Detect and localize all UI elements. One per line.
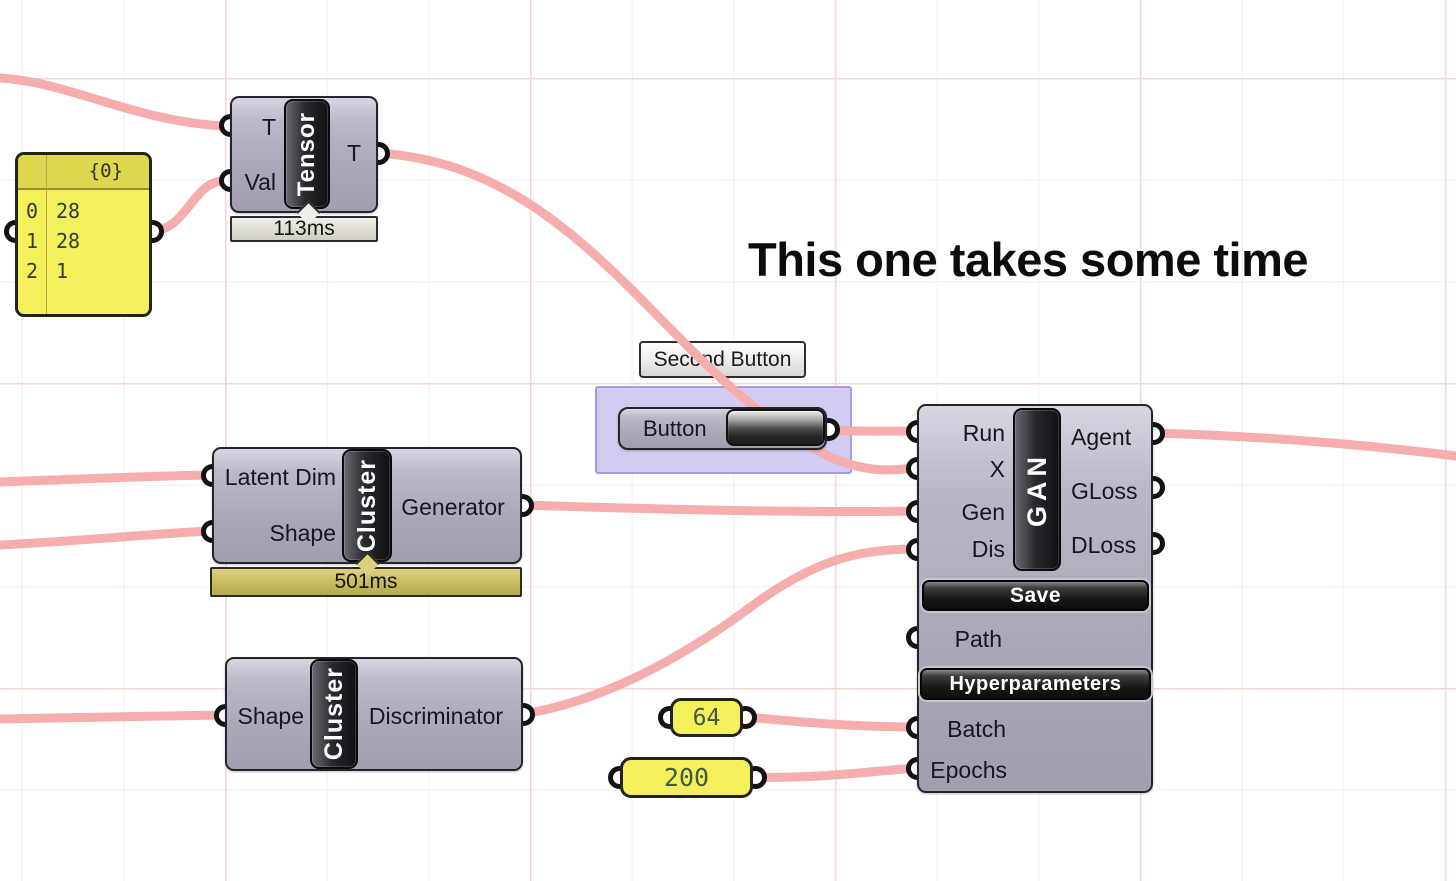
canvas-annotation-text[interactable]: This one takes some time (748, 232, 1309, 287)
gan-pill-label: GAN (1021, 452, 1052, 527)
tensor-component[interactable]: T Val T Tensor (230, 96, 378, 213)
row-value: 28 (56, 229, 81, 253)
gan-pill[interactable]: GAN (1013, 408, 1061, 571)
panel-divider (46, 155, 47, 314)
generator-cluster-pill[interactable]: Cluster (342, 449, 392, 562)
hyperparameters-button-label: Hyperparameters (949, 672, 1122, 695)
generator-input-label-shape: Shape (269, 520, 336, 546)
generator-runtime-text: 501ms (334, 570, 398, 593)
tensor-input-label-val: Val (244, 169, 276, 195)
chip-64-value: 64 (692, 704, 721, 731)
gan-input-label-epochs: Epochs (930, 757, 1007, 783)
tensor-runtime-text: 113ms (273, 217, 335, 240)
wire-200-to-epochs[interactable] (750, 763, 922, 782)
panel-row: 1 28 (18, 226, 149, 256)
row-value: 1 (56, 259, 69, 283)
save-button[interactable]: Save (922, 580, 1149, 611)
data-panel[interactable]: {0} 0 28 1 28 2 1 (15, 152, 152, 317)
gan-input-label-path: Path (954, 626, 1002, 652)
wire-panel-to-tensor-val[interactable] (147, 176, 229, 236)
hyperparameters-button[interactable]: Hyperparameters (920, 668, 1151, 700)
wire-agent-out[interactable] (1148, 428, 1456, 461)
gan-input-label-run: Run (962, 420, 1005, 446)
wire-generator-to-gan-gen[interactable] (517, 500, 922, 517)
panel-path-header: {0} (18, 155, 149, 190)
gan-input-label-x: X (989, 456, 1005, 482)
tensor-output-label-t: T (347, 140, 362, 166)
discriminator-input-label-shape: Shape (237, 703, 304, 729)
generator-output-label: Generator (401, 494, 505, 520)
gan-input-label-batch: Batch (947, 716, 1006, 742)
discriminator-cluster-component[interactable]: Shape Discriminator Cluster (225, 657, 523, 771)
row-index: 1 (25, 229, 39, 253)
discriminator-cluster-pill[interactable]: Cluster (310, 659, 358, 769)
discriminator-output-label: Discriminator (368, 703, 504, 729)
row-value: 28 (56, 199, 81, 223)
row-index: 0 (25, 199, 39, 223)
panel-row: 0 28 (18, 196, 149, 226)
button-component[interactable]: Button (618, 407, 827, 450)
gan-output-label-agent: Agent (1071, 424, 1132, 450)
gan-output-label-dloss: DLoss (1071, 532, 1137, 558)
generator-pill-label: Cluster (352, 458, 381, 553)
chip-200-value: 200 (663, 763, 710, 792)
wire-64-to-batch[interactable] (740, 712, 922, 732)
wire-button-to-gan-run[interactable] (823, 425, 922, 436)
gan-input-label-dis: Dis (971, 536, 1005, 562)
tooltip-text: Second Button (653, 347, 792, 371)
tensor-pill[interactable]: Tensor (284, 99, 330, 209)
wire-tensor-to-gan-x[interactable] (373, 148, 920, 475)
wire-into-latent-dim[interactable] (0, 470, 215, 487)
number-chip-64[interactable]: 64 (670, 698, 743, 737)
button-press-widget[interactable] (726, 409, 825, 446)
wire-into-generator-shape[interactable] (0, 526, 215, 550)
generator-cluster-component[interactable]: Latent Dim Shape Generator Cluster (212, 447, 522, 564)
generator-input-label-latent-dim: Latent Dim (224, 464, 336, 490)
wire-into-tensor-t[interactable] (0, 73, 227, 131)
wire-into-discriminator-shape[interactable] (0, 710, 228, 724)
discriminator-pill-label: Cluster (319, 667, 348, 761)
number-chip-200[interactable]: 200 (620, 757, 753, 798)
button-label: Button (643, 416, 707, 441)
tensor-pill-label: Tensor (293, 111, 320, 197)
panel-row: 2 1 (18, 256, 149, 286)
tensor-input-label-t: T (261, 114, 276, 140)
save-button-label: Save (1009, 583, 1062, 607)
row-index: 2 (25, 259, 39, 283)
tooltip-bubble: Second Button (639, 341, 806, 378)
gan-output-label-gloss: GLoss (1071, 478, 1138, 504)
gan-input-label-gen: Gen (961, 499, 1005, 525)
wire-discriminator-to-gan-dis[interactable] (518, 544, 922, 719)
annotation-text: This one takes some time (748, 233, 1309, 286)
